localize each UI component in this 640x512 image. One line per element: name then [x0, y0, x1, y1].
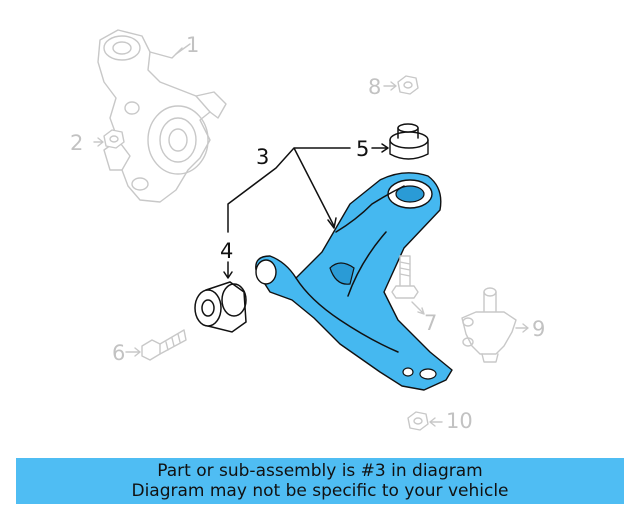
callout-3[interactable]: 3 [256, 145, 269, 169]
ball-joint-part-9[interactable] [461, 287, 517, 363]
nut-part-8[interactable] [397, 75, 419, 95]
callout-5[interactable]: 5 [356, 137, 369, 161]
leader-line-1 [175, 43, 191, 55]
banner-line-disclaimer: Diagram may not be specific to your vehi… [131, 481, 509, 501]
leader-line-10 [429, 417, 443, 427]
nut-part-10[interactable] [407, 411, 429, 431]
steering-knuckle-part-1[interactable] [97, 29, 227, 203]
leader-line-4 [223, 261, 233, 279]
bolt-part-6[interactable] [141, 329, 187, 361]
callout-6[interactable]: 6 [112, 341, 125, 365]
leader-line-6 [125, 347, 141, 357]
callout-1[interactable]: 1 [186, 33, 199, 57]
lower-control-arm-part-3[interactable] [255, 172, 453, 391]
leader-lines-3 [227, 147, 351, 233]
leader-line-9 [515, 323, 529, 333]
nut-part-2[interactable] [103, 129, 125, 149]
callout-9[interactable]: 9 [532, 317, 545, 341]
part-info-banner: Part or sub-assembly is #3 in diagram Di… [16, 458, 624, 504]
leader-line-2 [93, 137, 104, 147]
leader-line-5 [371, 143, 389, 153]
callout-7[interactable]: 7 [424, 311, 437, 335]
callout-2[interactable]: 2 [70, 131, 83, 155]
callout-10[interactable]: 10 [446, 409, 473, 433]
callout-4[interactable]: 4 [220, 239, 233, 263]
bolt-part-7[interactable] [391, 255, 419, 299]
leader-arrow-3 [327, 217, 337, 229]
rear-bushing-part-5[interactable] [389, 123, 429, 160]
callout-8[interactable]: 8 [368, 75, 381, 99]
leader-line-8 [383, 81, 397, 91]
leader-line-7 [411, 301, 425, 315]
front-bushing-part-4[interactable] [194, 281, 247, 333]
banner-line-part-info: Part or sub-assembly is #3 in diagram [157, 461, 483, 481]
